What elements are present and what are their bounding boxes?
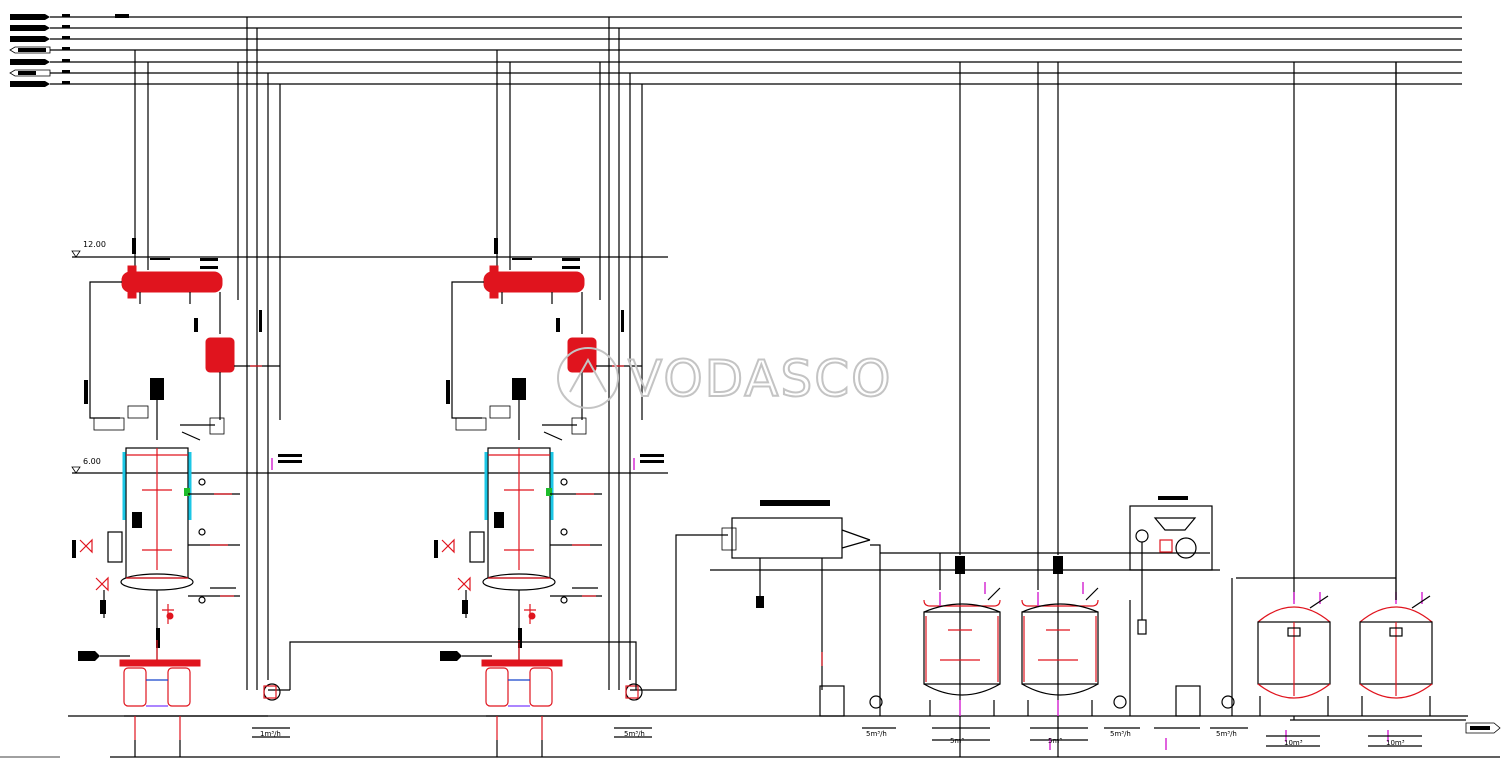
utility-line-7 (10, 81, 1462, 87)
storage-tank-1 (1257, 61, 1331, 747)
utility-header-lines (9, 14, 1462, 87)
pump5-label: 5m³/h (1216, 730, 1237, 738)
pump2-label: 5m³/h (624, 730, 645, 738)
utility-line-1 (10, 14, 1462, 20)
output-arrow (1290, 716, 1501, 734)
level-12-label: 12.00 (83, 240, 106, 249)
watermark-text: VODASCO (628, 350, 893, 408)
transfer-line-1 (289, 641, 637, 690)
tank3-label: 10m³ (1284, 739, 1303, 747)
tank4-label: 10m³ (1386, 739, 1405, 747)
pump1-label: 1m³/h (260, 730, 281, 738)
agitated-tank-2 (1021, 61, 1099, 758)
transfer-line-2 (652, 534, 728, 691)
tank2-label: 5m³ (1048, 737, 1062, 745)
pump3-label: 5m³/h (866, 730, 887, 738)
level-12: 12.00 (71, 240, 668, 258)
level-6-label: 6.00 (83, 457, 101, 466)
agitated-tank-1 (923, 61, 1001, 758)
utility-line-5 (10, 59, 1462, 65)
level-6: 6.00 (71, 457, 668, 474)
utility-line-4 (9, 46, 1462, 54)
reactor-train-1 (70, 15, 304, 758)
decanter-centrifuge (710, 500, 1220, 717)
utility-line-6 (9, 69, 1462, 77)
utility-line-3 (10, 36, 1462, 42)
utility-line-2 (10, 25, 1462, 31)
pump4-label: 5m³/h (1110, 730, 1131, 738)
watermark: VODASCO (557, 347, 893, 409)
tank1-label: 5m³ (950, 737, 964, 745)
disc-centrifuge (1049, 496, 1213, 750)
capacity-labels: 1m³/h 5m³/h 5m³/h 5m³/h 5m³/h 5m³ 5m³ 10… (260, 730, 1405, 747)
pump-group-mid (862, 578, 1248, 729)
